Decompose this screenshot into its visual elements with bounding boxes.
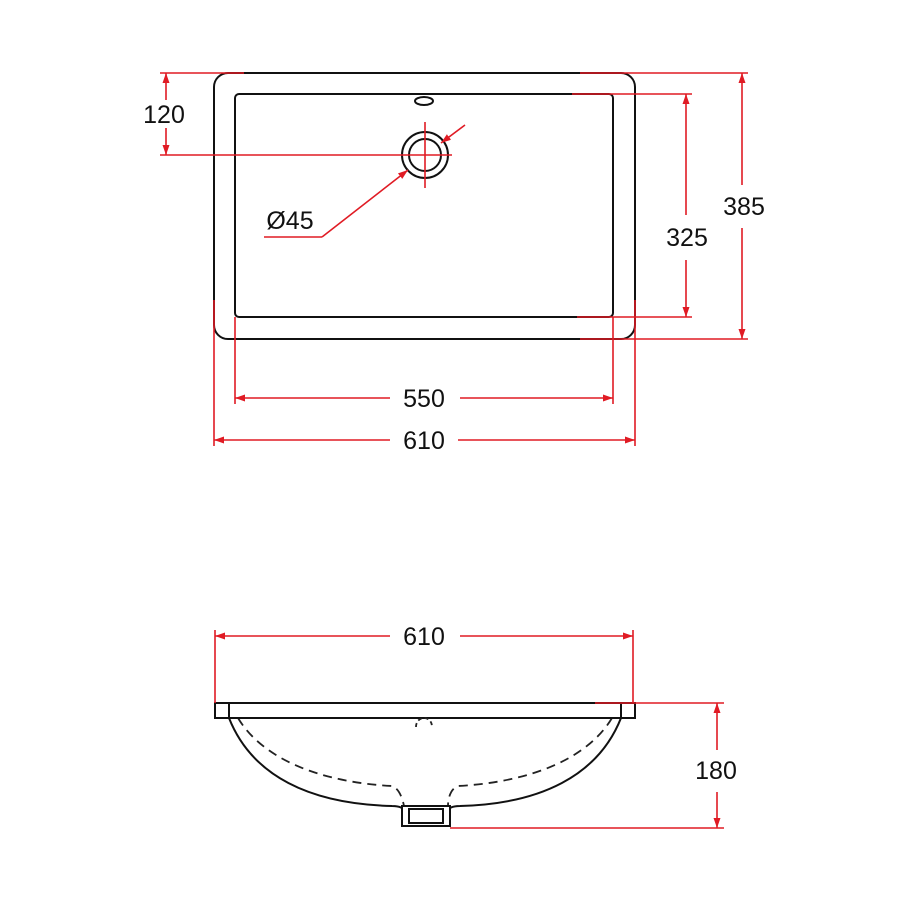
dim-label-inner-width: 550 xyxy=(403,385,445,413)
side-view-dimensions xyxy=(214,630,724,829)
side-view: 610 180 xyxy=(214,623,737,829)
bowl-inner-hidden-line-right xyxy=(447,717,613,807)
dim-label-overflow-offset: 120 xyxy=(143,101,185,129)
dim-label-drain-diameter: Ø45 xyxy=(266,207,313,235)
drain-outlet-inner xyxy=(408,808,444,824)
overflow-hole-hidden xyxy=(415,717,433,728)
basin-flange xyxy=(214,702,636,719)
overflow-slot xyxy=(414,96,434,106)
dim-label-outer-depth: 385 xyxy=(723,193,765,221)
drain-outlet xyxy=(401,805,451,827)
dim-label-height: 180 xyxy=(695,757,737,785)
top-view-dimensions xyxy=(160,72,748,446)
basin-outer-rim xyxy=(213,72,636,340)
dim-label-inner-depth: 325 xyxy=(666,224,708,252)
dim-label-side-outer-width: 610 xyxy=(403,623,445,651)
bowl-outer-shell xyxy=(228,717,622,813)
dim-label-outer-width: 610 xyxy=(403,427,445,455)
bowl-inner-hidden-line xyxy=(237,717,405,807)
top-view: 120 Ø45 325 385 550 610 xyxy=(143,72,765,455)
basin-inner-bowl xyxy=(234,93,614,318)
